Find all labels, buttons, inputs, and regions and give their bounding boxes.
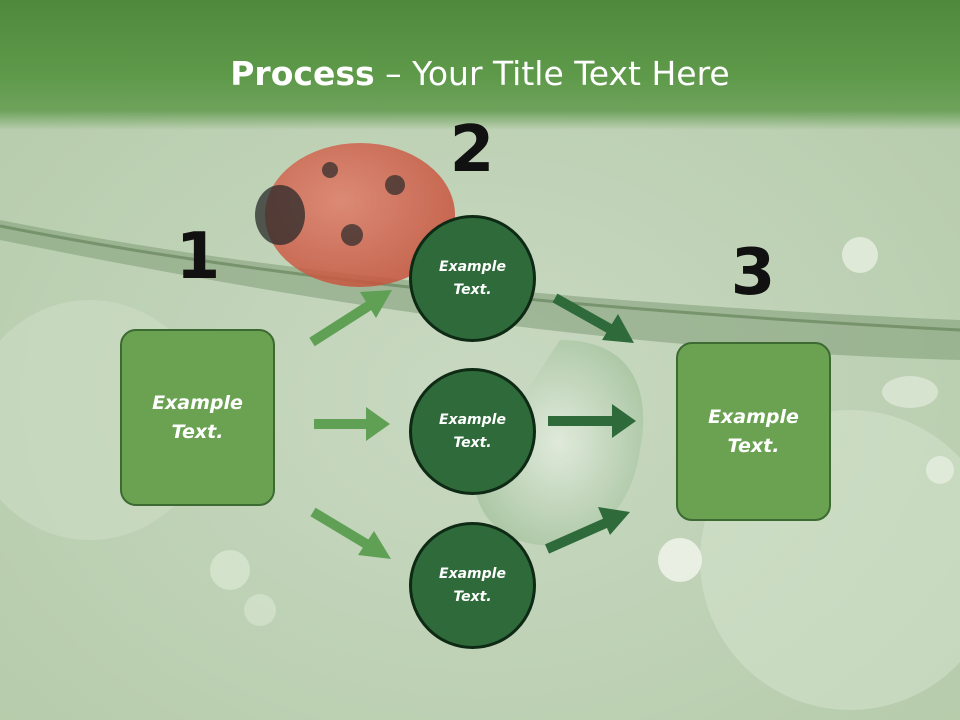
step-number-2: 2 (449, 113, 495, 187)
title-bold: Process (230, 54, 375, 93)
arrow-left-to-top (309, 290, 392, 347)
left-box-line1: Example (152, 391, 243, 414)
step-number-3: 3 (730, 236, 776, 310)
circle-top-line2: Text. (453, 281, 492, 298)
arrow-top-to-right (552, 293, 634, 343)
left-text-box: Example Text. (120, 329, 275, 506)
slide-title: Process – Your Title Text Here (0, 52, 960, 96)
left-box-line2: Text. (171, 420, 224, 443)
arrow-bottom-to-right (544, 507, 630, 554)
circle-middle-line2: Text. (453, 434, 492, 451)
circle-bottom-line2: Text. (453, 588, 492, 605)
circle-middle: Example Text. (409, 368, 536, 495)
title-bar (0, 0, 960, 130)
arrow-left-to-middle (314, 407, 390, 441)
circle-bottom-line1: Example (439, 565, 506, 582)
arrow-left-to-bottom (310, 507, 391, 559)
step-number-1: 1 (175, 220, 221, 294)
arrow-middle-to-right (548, 404, 636, 438)
circle-middle-line1: Example (439, 411, 506, 428)
right-box-line2: Text. (727, 434, 780, 457)
circle-top-line1: Example (439, 258, 506, 275)
circle-top: Example Text. (409, 215, 536, 342)
title-rest: – Your Title Text Here (374, 54, 730, 93)
circle-bottom: Example Text. (409, 522, 536, 649)
right-text-box: Example Text. (676, 342, 831, 521)
right-box-line1: Example (708, 405, 799, 428)
